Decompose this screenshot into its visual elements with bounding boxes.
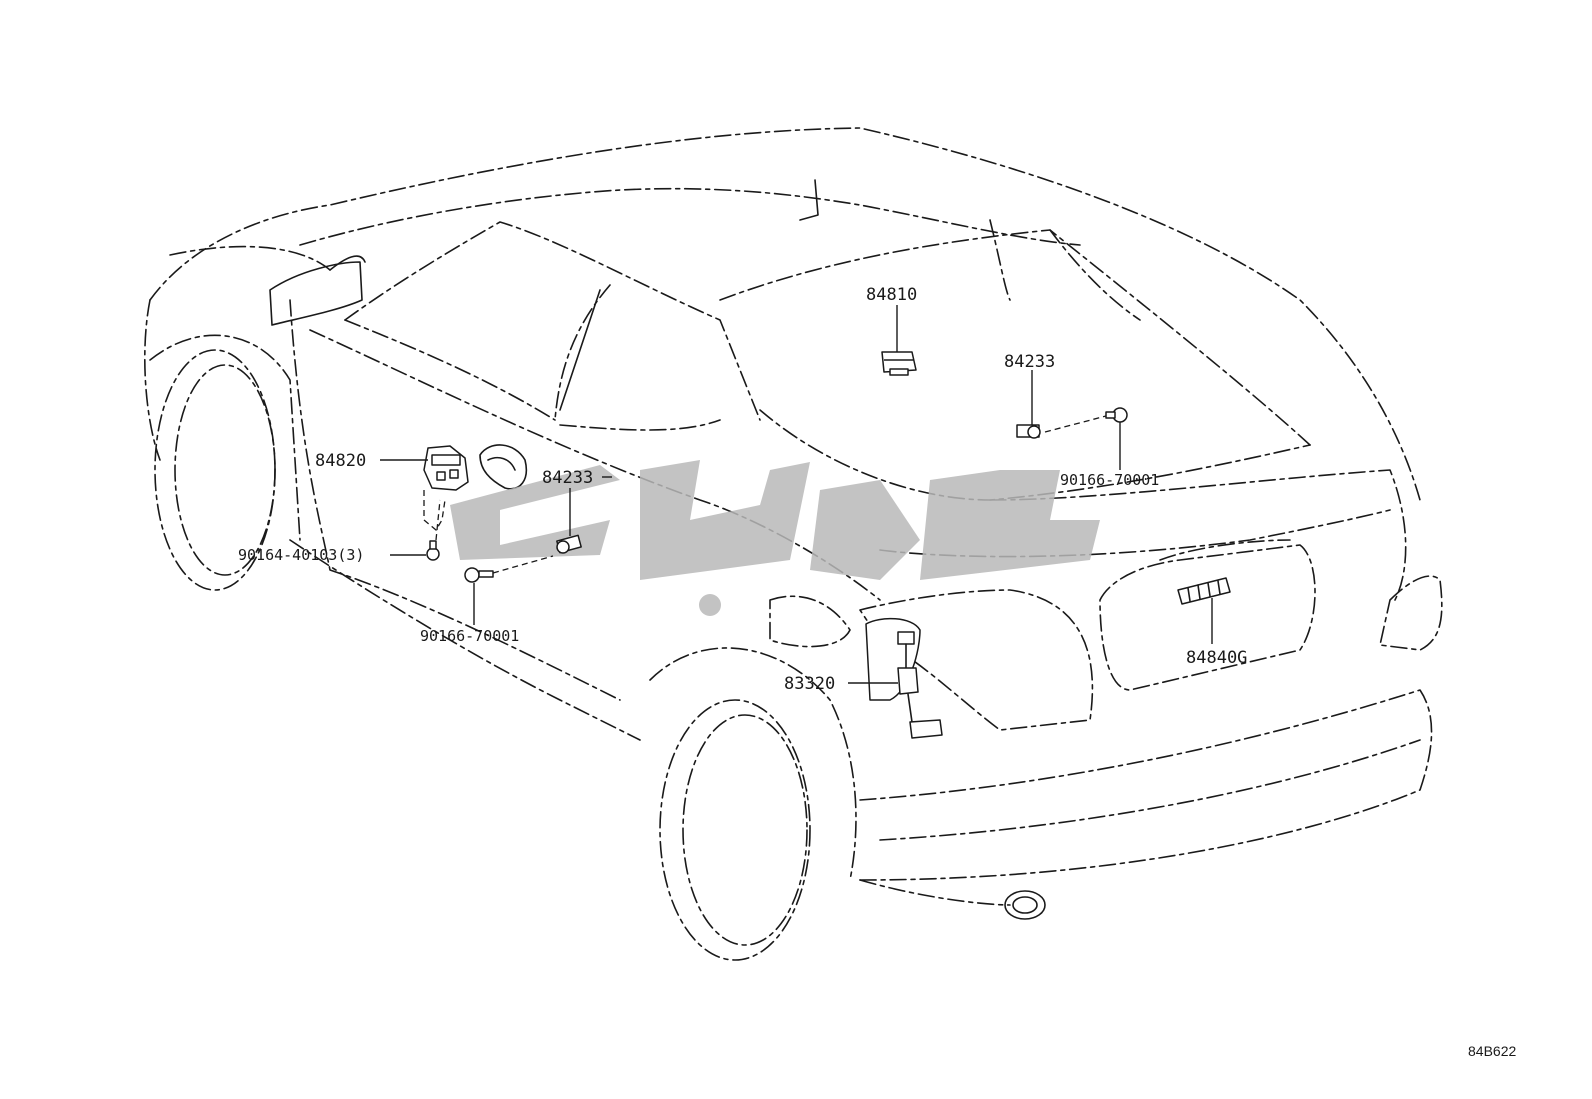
part-90166-bottom: 90166-70001 [420, 555, 554, 645]
part-84840g: 84840G [1177, 577, 1247, 668]
part-83320: 83320 [784, 617, 943, 739]
label-84840g: 84840G [1186, 648, 1247, 668]
label-84233-mid: 84233 [542, 468, 593, 488]
figure-code: 84B622 [1468, 1043, 1516, 1059]
label-84233-top: 84233 [1004, 352, 1055, 372]
label-83320: 83320 [784, 674, 835, 694]
part-84810: 84810 [866, 285, 917, 376]
label-90166-bottom: 90166-70001 [420, 627, 519, 645]
label-84810: 84810 [866, 285, 917, 305]
part-90164: 90164-40103(3) [238, 499, 441, 564]
car-outline [144, 127, 1443, 961]
part-84233-top: 84233 [1004, 352, 1055, 439]
car-solid-details [269, 179, 1046, 920]
label-90164: 90164-40103(3) [238, 546, 364, 564]
watermark-logo [450, 460, 1100, 616]
part-84820: 84820 [315, 445, 469, 531]
label-90166-top: 90166-70001 [1060, 471, 1159, 489]
label-84820: 84820 [315, 451, 366, 471]
part-84233-mid: 84233 [542, 468, 612, 554]
part-90166-top: 90166-70001 [1044, 407, 1159, 489]
